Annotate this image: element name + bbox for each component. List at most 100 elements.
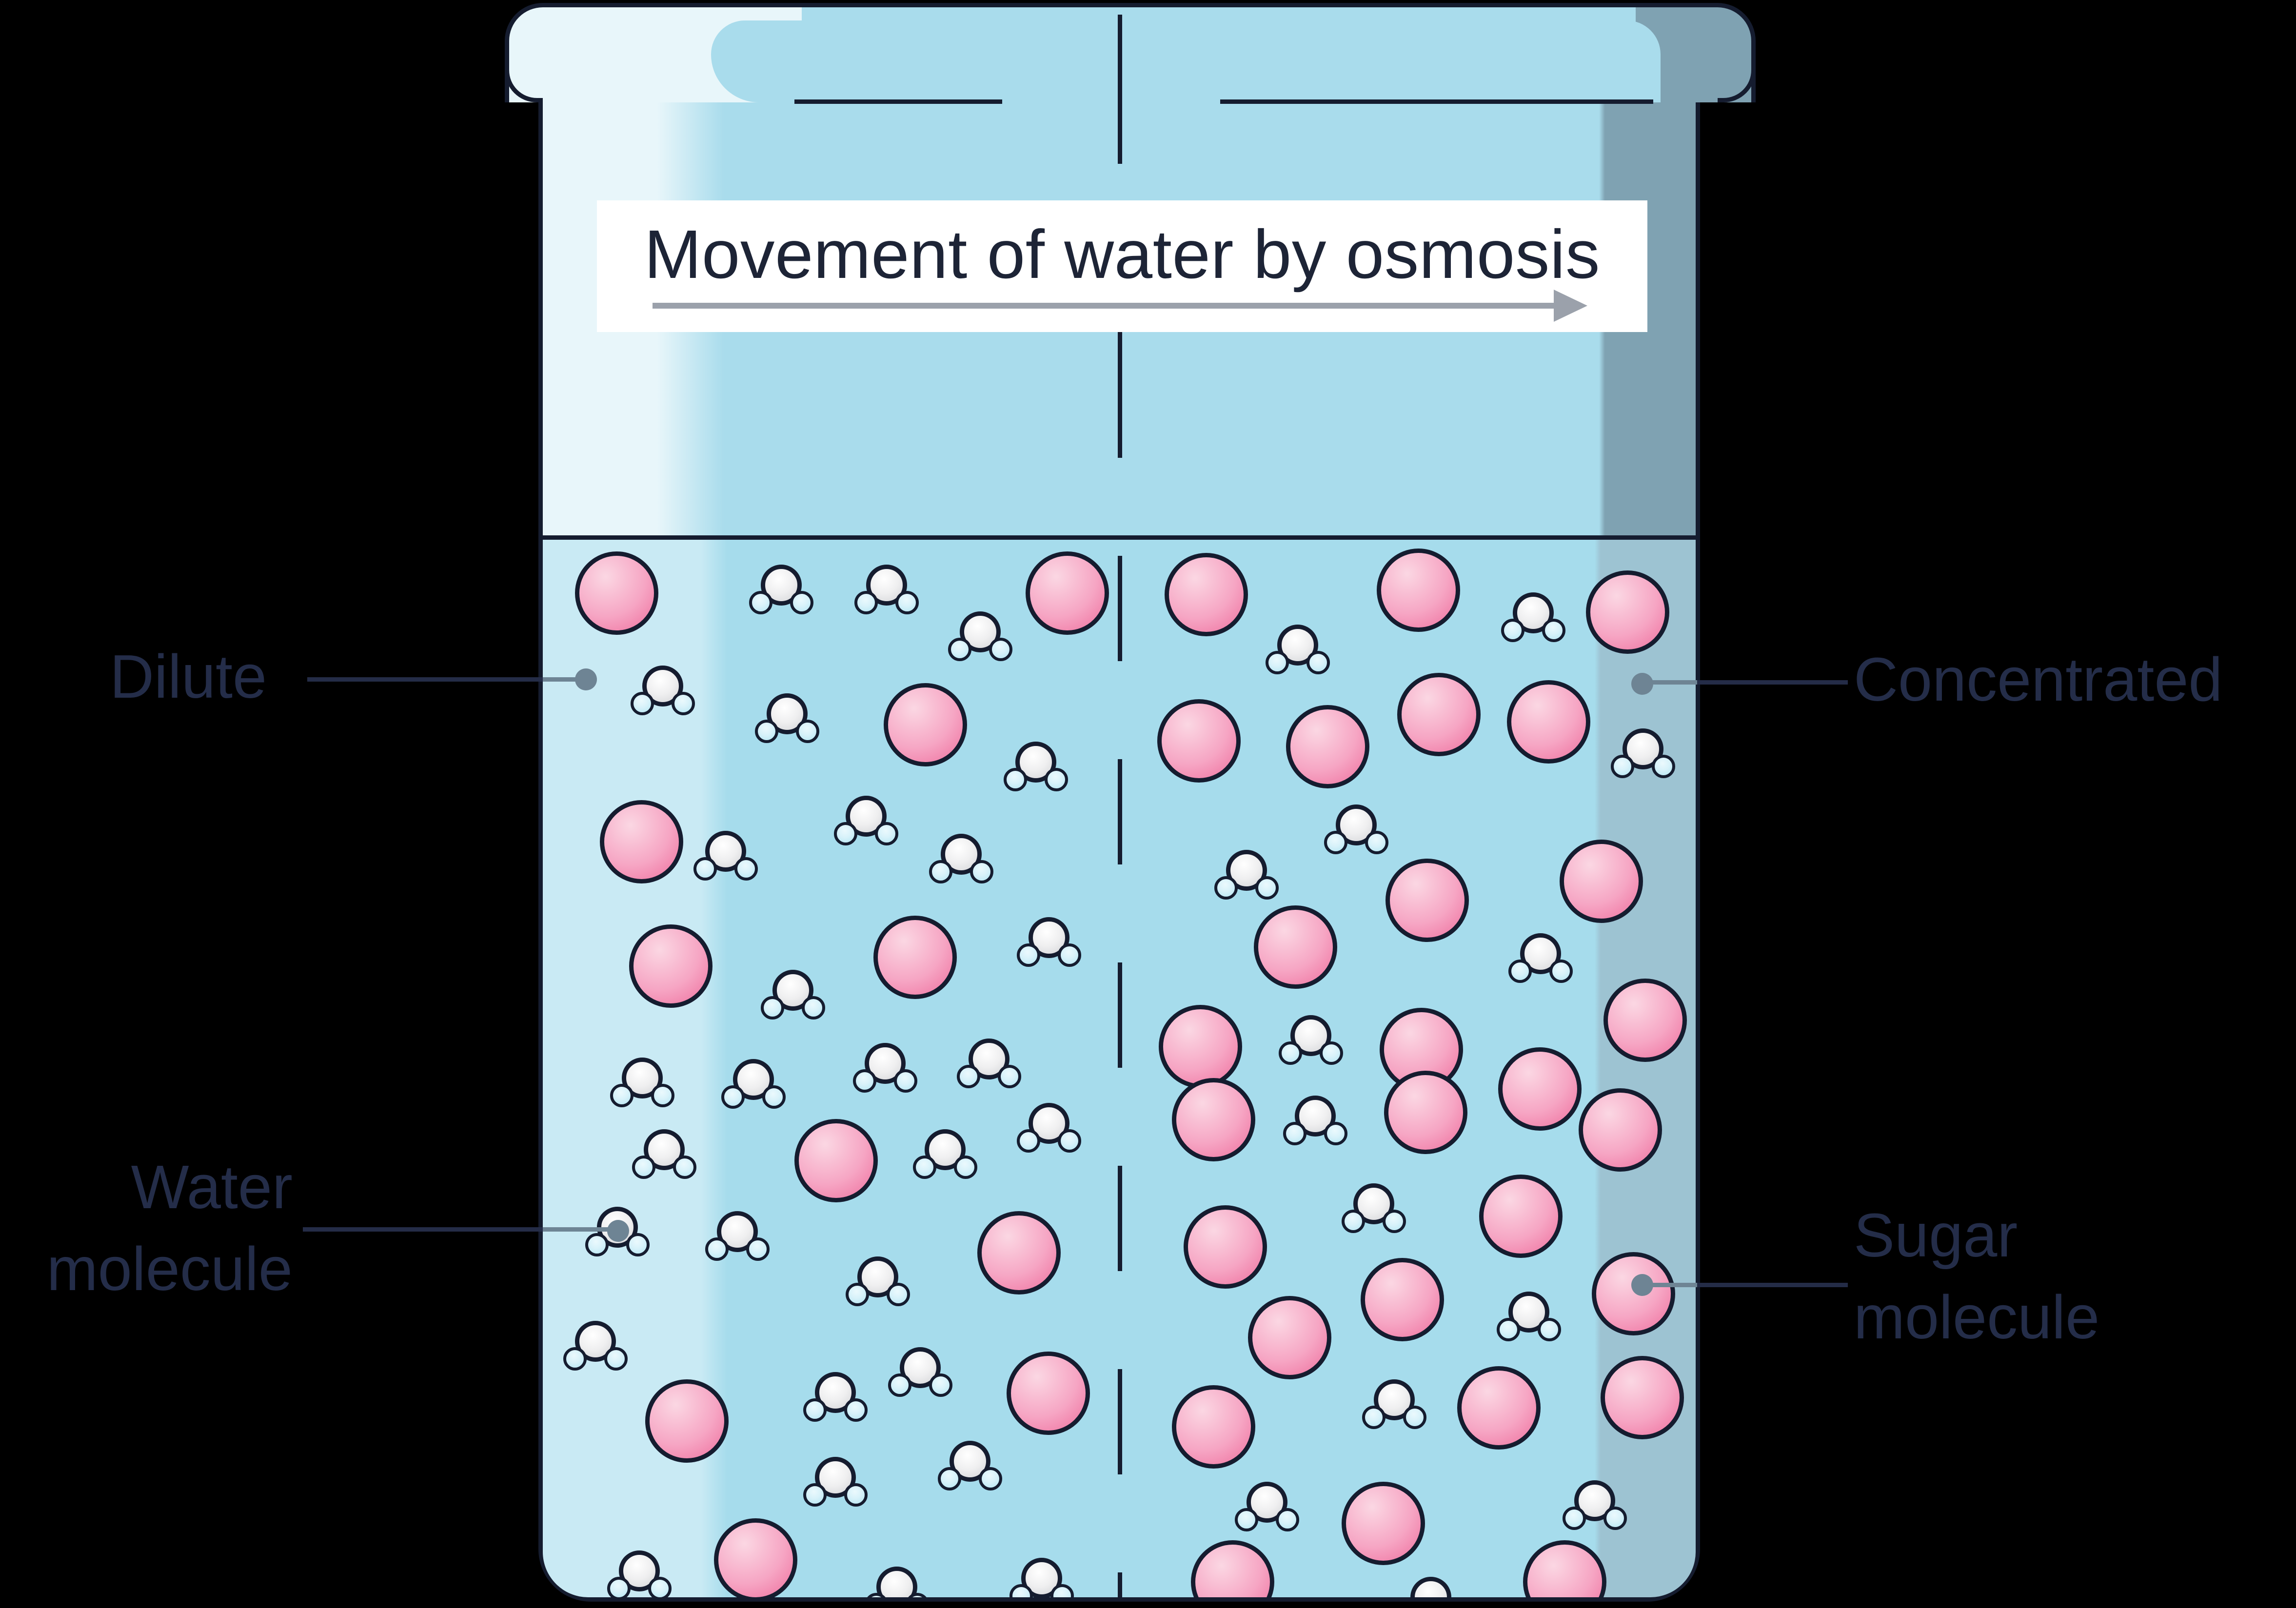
sugar-molecule: [1522, 1540, 1606, 1597]
hydrogen-atom: [1383, 1209, 1406, 1233]
hydrogen-atom: [563, 1346, 587, 1370]
sugar-molecule: [883, 683, 967, 766]
water-molecule: [705, 1210, 770, 1260]
hydrogen-atom: [1508, 959, 1532, 982]
leader-line-concentrated-tip: [1650, 680, 1700, 685]
leader-line-sugar-molecule: [1697, 1282, 1848, 1287]
sugar-molecule: [628, 924, 712, 1008]
water-molecule: [1342, 1182, 1406, 1233]
hydrogen-atom: [979, 1466, 1002, 1490]
hydrogen-atom: [844, 1482, 868, 1506]
sugar-molecule: [1171, 1385, 1255, 1469]
hydrogen-atom: [1501, 618, 1524, 642]
water-molecule: [693, 830, 758, 880]
water-molecule: [755, 692, 819, 743]
sugar-molecule: [1559, 840, 1643, 923]
water-molecule: [1017, 916, 1081, 966]
hydrogen-atom: [746, 1236, 770, 1260]
water-molecule: [1611, 727, 1675, 778]
water-molecule: [1362, 1378, 1426, 1429]
leader-line-water-molecule: [303, 1226, 546, 1231]
molecule-layer: [543, 535, 1696, 1597]
water-molecule: [1563, 1479, 1627, 1530]
label-sugar-line2: molecule: [1854, 1283, 2100, 1352]
hydrogen-atom: [929, 859, 952, 883]
water-molecule: [1497, 1291, 1561, 1341]
hydrogen-atom: [887, 1282, 910, 1306]
water-molecule: [607, 1549, 672, 1597]
hydrogen-atom: [1320, 1040, 1343, 1064]
water-molecule: [1266, 624, 1330, 674]
sugar-molecule: [1506, 680, 1590, 764]
hydrogen-atom: [954, 1155, 977, 1178]
sugar-molecule: [1376, 549, 1460, 632]
right-arrow-icon: [1554, 290, 1587, 322]
sugar-molecule: [1006, 1352, 1089, 1435]
water-molecule: [853, 1042, 917, 1092]
sugar-molecule: [1164, 553, 1247, 636]
hydrogen-atom: [875, 821, 898, 845]
leader-line-sugar-molecule-tip: [1650, 1282, 1700, 1287]
water-molecule: [563, 1320, 628, 1370]
sugar-molecule: [1456, 1366, 1540, 1450]
water-molecule: [1501, 591, 1565, 642]
hydrogen-atom: [673, 1155, 696, 1178]
hydrogen-atom: [705, 1236, 729, 1260]
water-molecule: [721, 1058, 786, 1108]
sugar-molecule: [1396, 673, 1480, 756]
membrane-dash-top: [1118, 15, 1122, 164]
hydrogen-atom: [1603, 1506, 1627, 1530]
hydrogen-atom: [1403, 1405, 1426, 1429]
membrane-dashed-line: [1118, 556, 1122, 1597]
hydrogen-atom: [888, 1373, 911, 1396]
water-molecule: [1235, 1481, 1299, 1531]
water-molecule: [1279, 1014, 1343, 1064]
oxygen-atom: [1277, 624, 1318, 665]
hydrogen-atom: [734, 856, 758, 880]
hydrogen-atom: [998, 1064, 1021, 1088]
hydrogen-atom: [604, 1346, 628, 1370]
pointer-dot-concentrated: [1630, 672, 1653, 694]
sugar-molecule: [1158, 1005, 1242, 1088]
hydrogen-atom: [957, 1064, 980, 1088]
label-water-line2: molecule: [46, 1235, 293, 1303]
hydrogen-atom: [853, 1068, 876, 1092]
oxygen-atom: [1226, 849, 1267, 890]
water-molecule: [610, 1057, 674, 1107]
sugar-molecule: [793, 1119, 877, 1202]
label-sugar-line1: Sugar: [1854, 1201, 2018, 1270]
hydrogen-atom: [749, 590, 772, 614]
leader-line-dilute-tip: [543, 677, 579, 682]
pointer-dot-dilute: [575, 668, 597, 690]
sugar-molecule: [1603, 979, 1686, 1062]
hydrogen-atom: [1538, 1317, 1561, 1341]
sugar-molecule: [644, 1379, 728, 1463]
sugar-molecule: [1253, 905, 1337, 989]
oxygen-atom: [767, 692, 808, 734]
water-molecule: [1399, 1576, 1463, 1597]
hydrogen-atom: [948, 637, 971, 661]
label-water-line1: Water: [131, 1153, 293, 1221]
sugar-molecule: [1591, 1252, 1675, 1335]
water-molecule: [1324, 804, 1388, 854]
water-molecule: [938, 1440, 1002, 1490]
water-molecule: [1283, 1095, 1347, 1145]
sugar-molecule: [1383, 1071, 1467, 1154]
hydrogen-atom: [803, 1482, 827, 1506]
sugar-molecule: [574, 551, 658, 635]
sugar-molecule: [1385, 859, 1468, 942]
label-sugar-molecule: Sugar molecule: [1854, 1195, 2099, 1359]
leader-line-dilute: [307, 677, 546, 682]
hydrogen-atom: [1652, 754, 1675, 778]
hydrogen-atom: [790, 590, 813, 614]
hydrogen-atom: [1214, 875, 1238, 899]
hydrogen-atom: [846, 1282, 869, 1306]
water-molecule: [865, 1566, 929, 1597]
sugar-molecule: [1190, 1540, 1274, 1597]
water-molecule: [913, 1128, 977, 1178]
water-molecule: [632, 1128, 696, 1178]
hydrogen-atom: [938, 1466, 961, 1490]
oxygen-atom: [1410, 1576, 1451, 1597]
hydrogen-atom: [834, 821, 857, 845]
leader-line-concentrated: [1697, 680, 1848, 685]
